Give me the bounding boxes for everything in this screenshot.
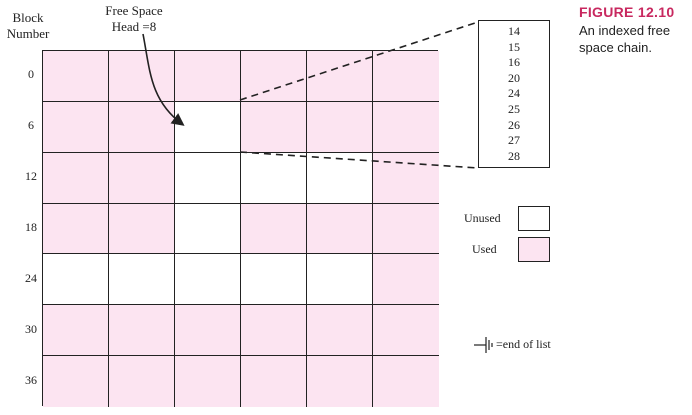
index-entry: 15 [508,39,520,54]
block-cell-8-unused [175,101,241,153]
block-cell-34-used [307,305,373,357]
block-cell-9-used [241,101,307,153]
block-cell-3-used [241,51,307,102]
index-entry: 27 [508,133,520,148]
row-label-30: 30 [25,322,37,336]
legend-unused-label: Unused [464,211,501,225]
block-cell-26-unused [175,254,241,306]
row-label-6: 6 [28,118,34,132]
block-cell-38-used [175,356,241,407]
block-cell-28-unused [307,254,373,306]
index-entry: 25 [508,101,520,116]
figure-title: FIGURE 12.10 [579,4,675,20]
block-cell-37-used [109,356,175,407]
block-cell-25-unused [109,254,175,306]
block-cell-39-used [241,356,307,407]
block-cell-24-unused [43,254,109,306]
head-pointer-arrow [142,33,185,126]
block-cell-36-used [43,356,109,407]
block-cell-1-used [109,51,175,102]
end-of-list-legend: =end of list [496,337,551,351]
index-entry: 14 [508,24,520,38]
block-cell-31-used [109,305,175,357]
block-cell-22-used [307,203,373,255]
block-cell-2-used [175,51,241,102]
dashed-connector-top [239,21,479,101]
block-cell-0-used [43,51,109,102]
block-cell-40-used [307,356,373,407]
index-entry: 26 [508,117,520,132]
index-entry: 16 [508,55,520,70]
block-cell-20-unused [175,203,241,255]
block-cell-21-used [241,203,307,255]
block-cell-19-used [109,203,175,255]
block-cell-18-used [43,203,109,255]
row-label-12: 12 [25,169,37,183]
block-grid [42,50,439,407]
index-entry: 28 [508,148,520,163]
block-cell-27-unused [241,254,307,306]
block-cell-7-used [109,101,175,153]
block-cell-10-used [307,101,373,153]
block-cell-5-used [373,51,439,102]
block-cell-35-used [373,305,439,357]
block-cell-14-unused [175,152,241,204]
row-label-18: 18 [25,220,37,234]
block-cell-11-used [373,101,439,153]
block-cell-15-unused [241,152,307,204]
block-cell-32-used [175,305,241,357]
block-cell-4-used [307,51,373,102]
block-cell-41-used [373,356,439,407]
block-number-header: Block Number [6,10,50,41]
free-space-head-label: Free Space Head =8 [105,3,163,34]
block-cell-30-used [43,305,109,357]
block-cell-16-unused [307,152,373,204]
end-of-list-icon [474,337,493,353]
row-label-24: 24 [25,271,37,285]
index-entry: 24 [508,86,520,101]
block-cell-6-used [43,101,109,153]
block-cell-13-used [109,152,175,204]
legend-used-label: Used [472,242,497,256]
index-block: 14 15 16 20 24 25 26 27 28 [478,20,550,168]
row-label-36: 36 [25,373,37,387]
block-cell-23-used [373,203,439,255]
legend-used-swatch [518,237,550,262]
figure-caption: An indexed free space chain. [579,23,671,55]
block-cell-33-used [241,305,307,357]
dashed-connector-bottom [239,151,479,169]
row-label-0: 0 [28,67,34,81]
block-cell-12-used [43,152,109,204]
index-entry: 20 [508,70,520,85]
block-cell-29-used [373,254,439,306]
legend-unused-swatch [518,206,550,231]
